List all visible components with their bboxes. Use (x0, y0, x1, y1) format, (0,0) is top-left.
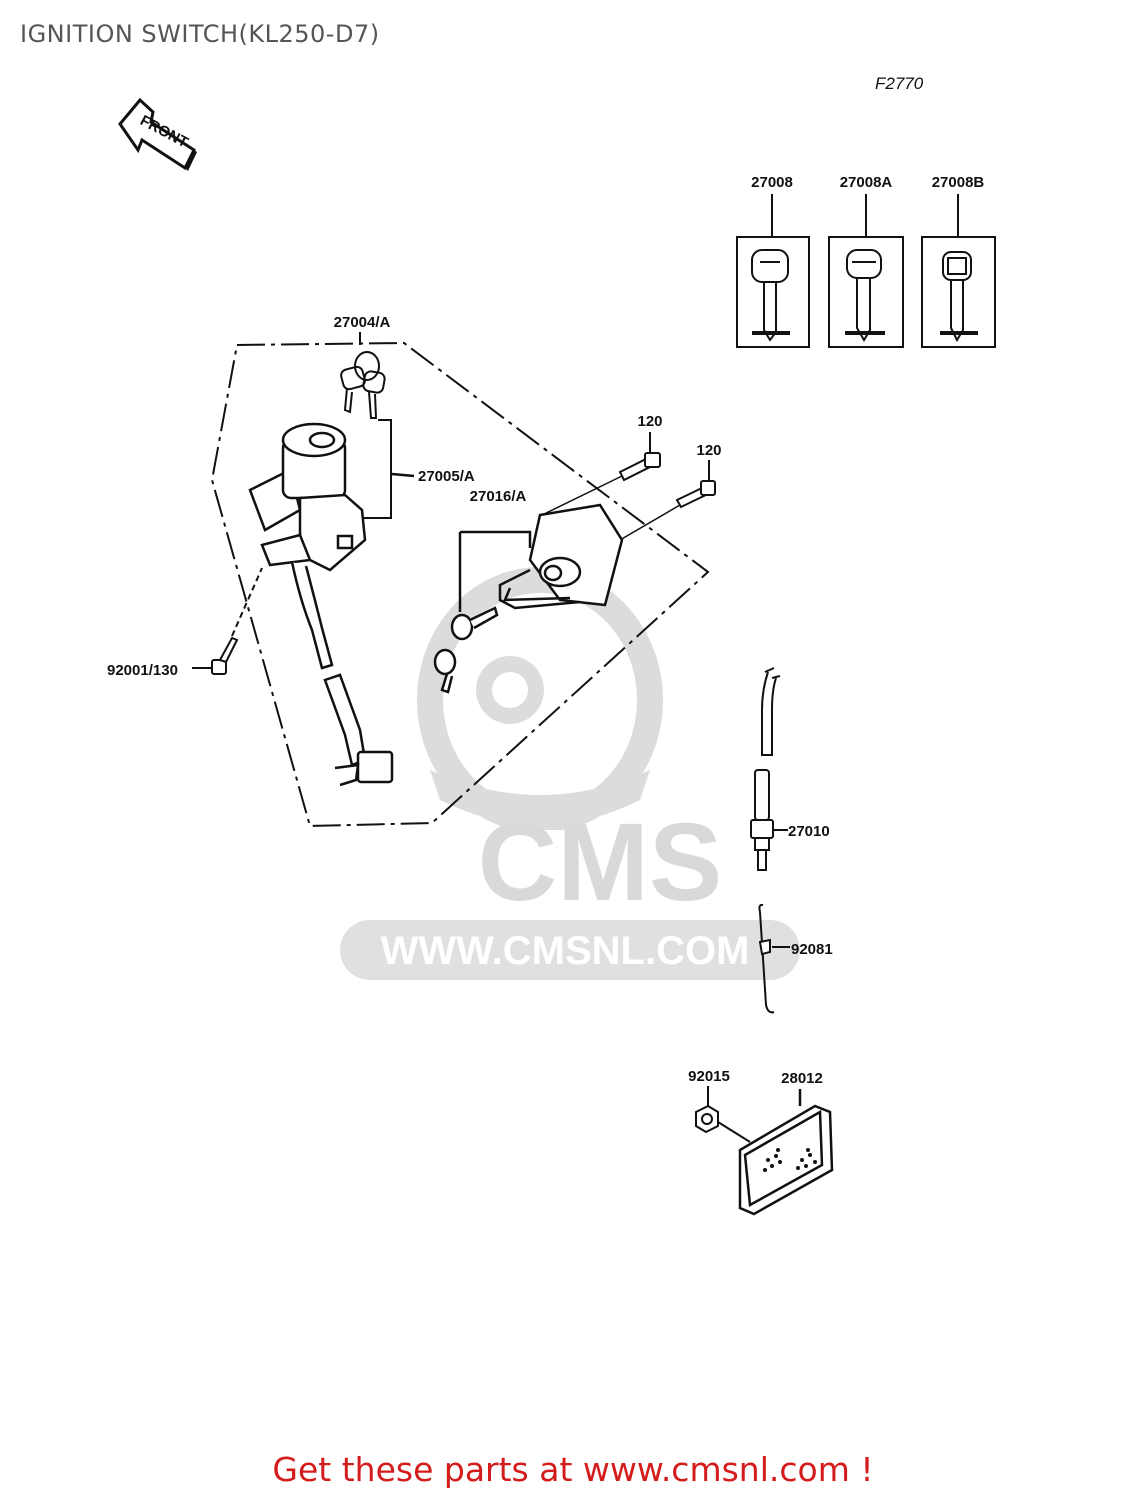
nut: 92015 (688, 1068, 751, 1143)
label-27008a: 27008A (840, 174, 893, 191)
label-27010: 27010 (788, 823, 830, 840)
label-120-2: 120 (696, 442, 721, 459)
clamp: 92081 (758, 903, 833, 1014)
watermark: CMS WWW.CMSNL.COM (340, 567, 800, 980)
label-27004a: 27004/A (334, 314, 391, 331)
front-arrow-icon: FRONT (118, 97, 197, 171)
label-27016a: 27016/A (470, 488, 527, 505)
label-27008b: 27008B (932, 174, 985, 191)
footer-link[interactable]: Get these parts at www.cmsnl.com ! (272, 1450, 874, 1489)
key-set: 27004/A (334, 314, 392, 519)
screw: 92001/130 (107, 567, 263, 679)
assembly-outline (210, 341, 710, 828)
page-title: IGNITION SWITCH(KL250-D7) (20, 20, 380, 48)
label-27008: 27008 (751, 174, 793, 191)
label-92001-130: 92001/130 (107, 662, 178, 679)
bolt-2: 120 (619, 442, 722, 541)
watermark-brand: CMS (478, 801, 722, 924)
key-box-27008A: 27008A (828, 174, 904, 348)
label-92015: 92015 (688, 1068, 730, 1085)
key-box-27008B: 27008B (921, 174, 996, 348)
label-120-1: 120 (637, 413, 662, 430)
label-27005a: 27005/A (418, 468, 475, 485)
key-box-27008: 27008 (736, 174, 810, 348)
watermark-url: WWW.CMSNL.COM (381, 929, 750, 973)
bolt-1: 120 (539, 413, 663, 517)
reflector: 28012 (738, 1070, 834, 1216)
ignition-switch: 27005/A (248, 422, 475, 787)
label-92081: 92081 (791, 941, 833, 958)
seat-lock: 27016/A (433, 488, 624, 694)
figure-code: F2770 (875, 74, 924, 93)
label-28012: 28012 (781, 1070, 823, 1087)
neutral-switch: 27010 (750, 667, 830, 871)
